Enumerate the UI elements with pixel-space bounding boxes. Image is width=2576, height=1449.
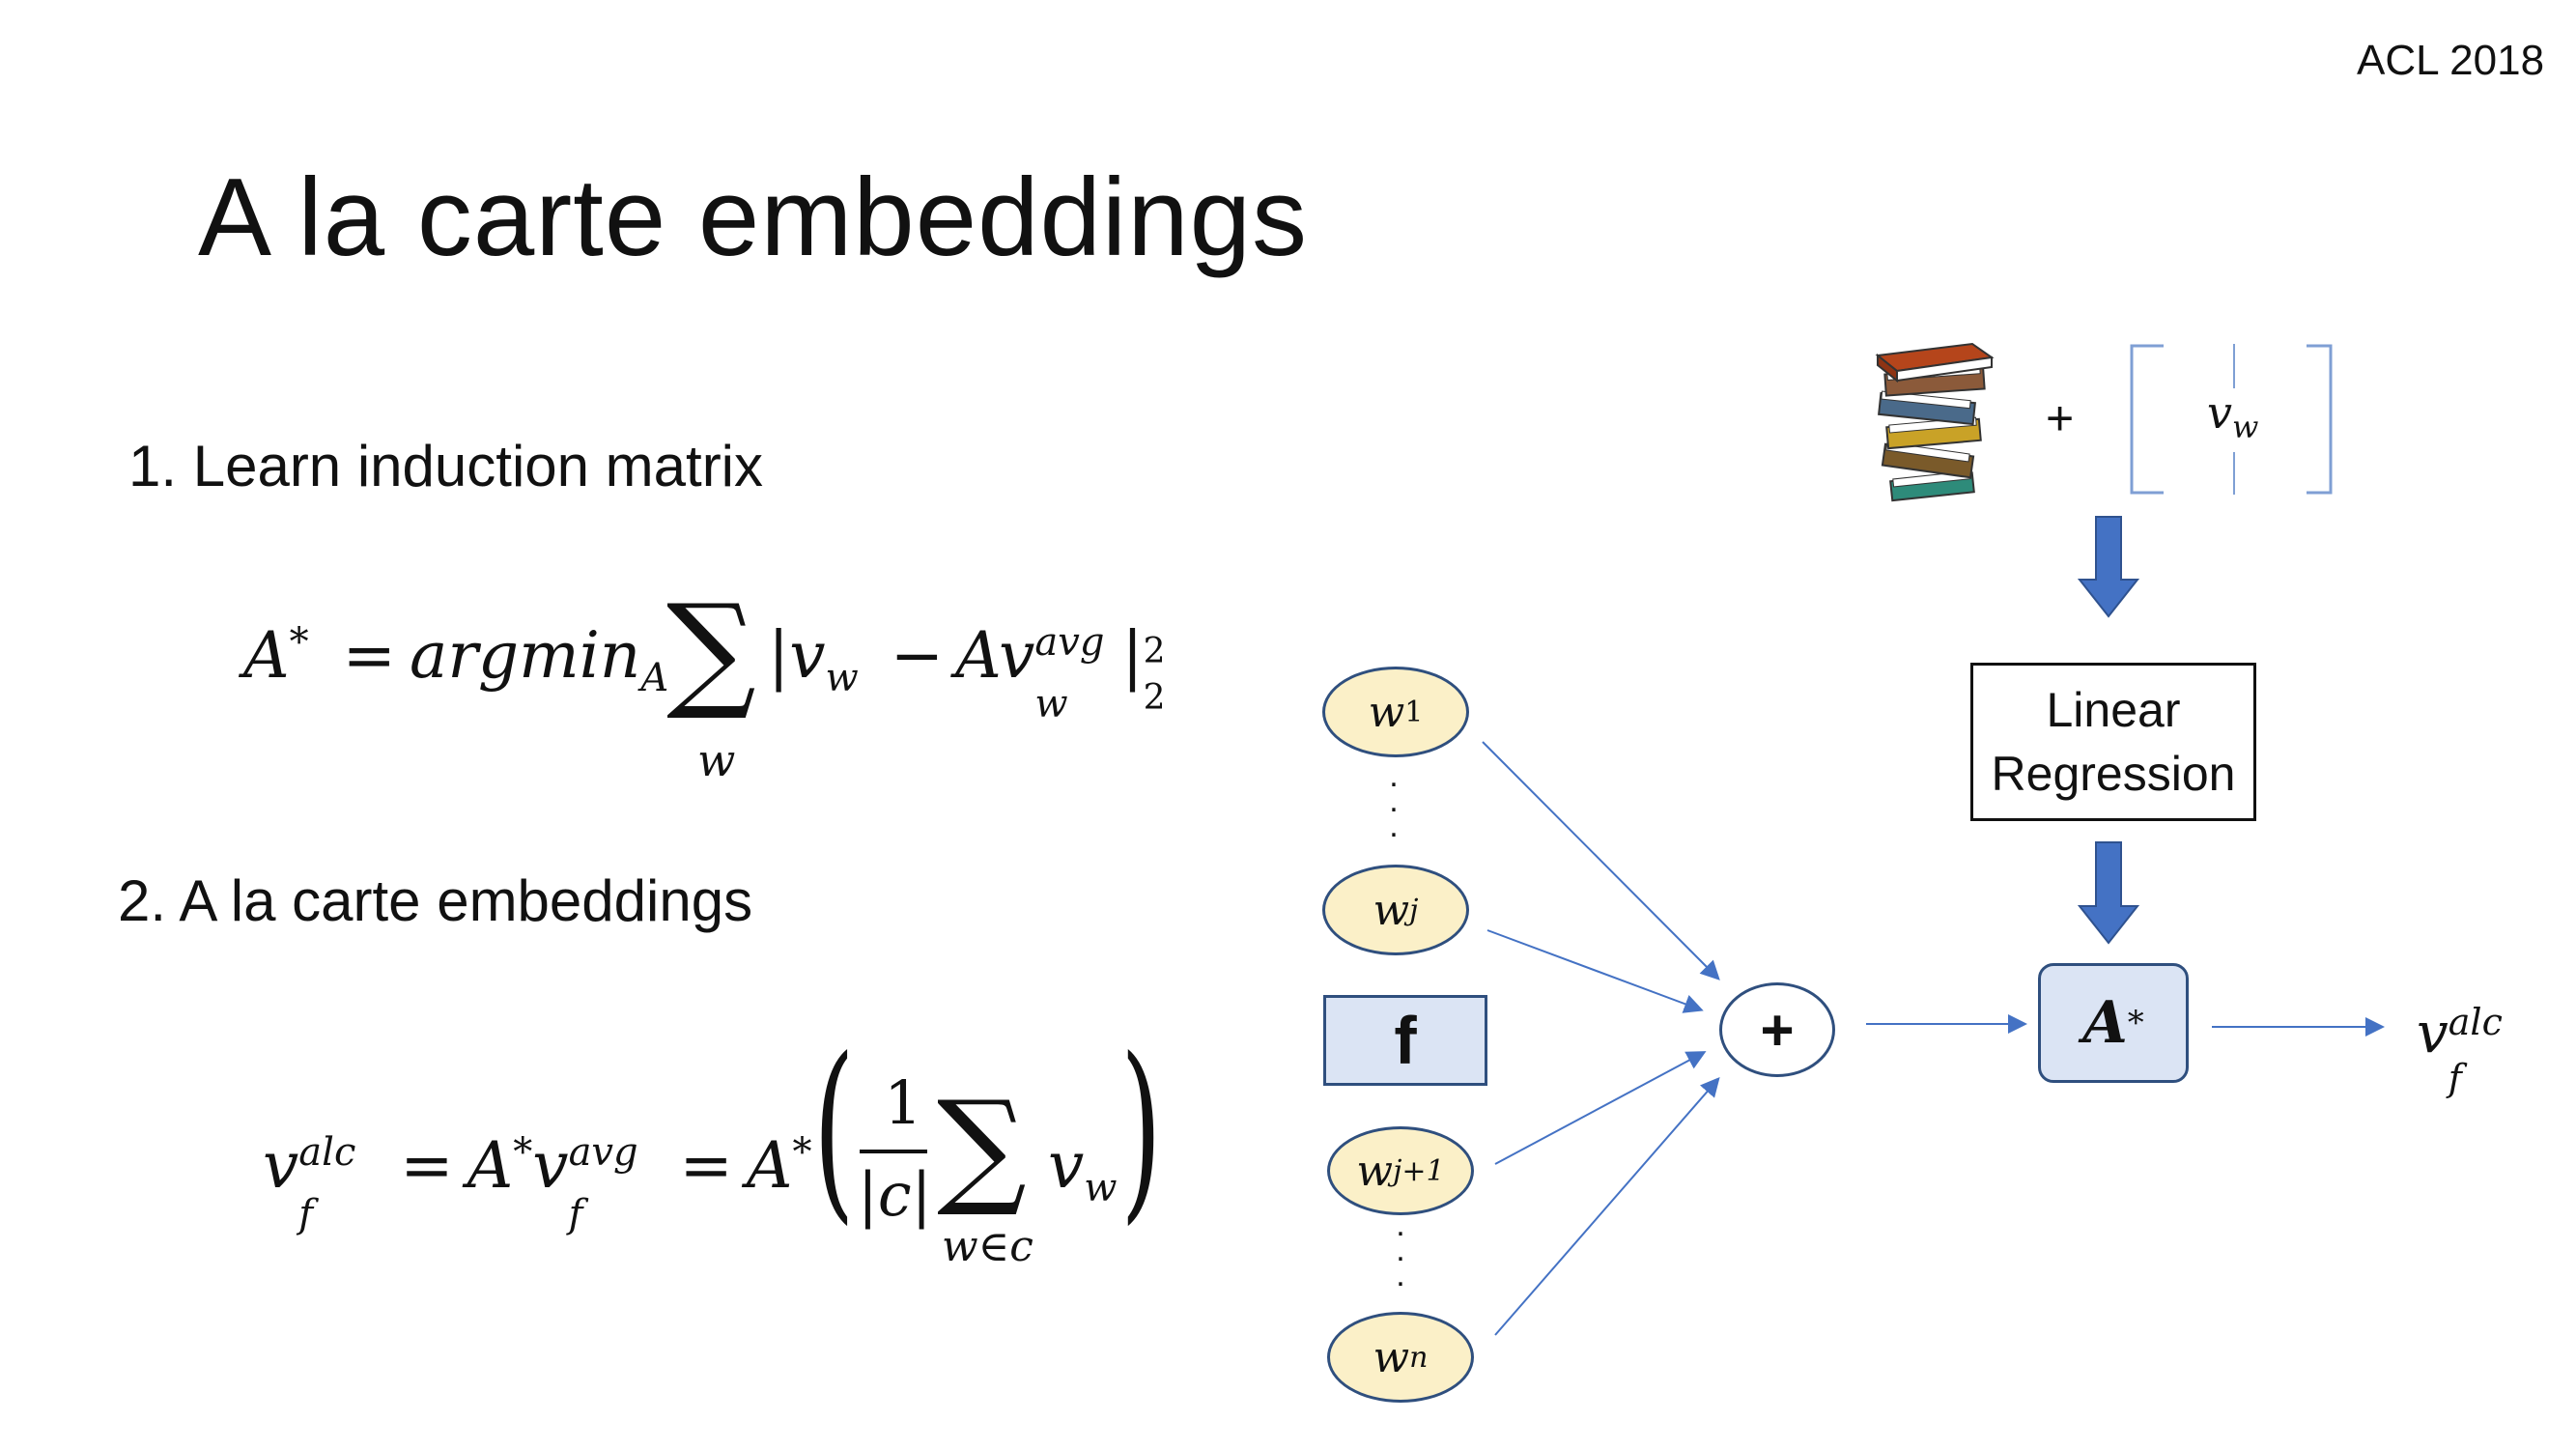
step-1-label: 1. Learn induction matrix (128, 434, 764, 498)
eq1-sum-sub: w (697, 734, 736, 786)
node-sub: 1 (1404, 695, 1424, 729)
eq2-frac-bar (860, 1150, 927, 1153)
vw-base: v (2207, 386, 2232, 439)
eq1-equals: = (342, 618, 396, 693)
eq2-v3: v (1048, 1128, 1085, 1203)
linear-regression-box: Linear Regression (1970, 663, 2256, 821)
venue-label: ACL 2018 (2357, 37, 2545, 84)
linear-regression-line1: Linear (2046, 683, 2181, 737)
output-sub: f (2448, 1057, 2462, 1099)
eq2-v2-sub: f (568, 1192, 583, 1236)
ellipsis-dots-upper: ... (1389, 757, 1399, 844)
output-base: v (2417, 1000, 2449, 1065)
eq2-A2: A (746, 1128, 793, 1203)
eq1-minus: − (890, 618, 945, 693)
eq1-norm-sub: 2 (1143, 678, 1166, 718)
node-base: w (1373, 885, 1410, 935)
eq2-paren-open: ( (813, 1017, 855, 1242)
eq2-frac-num: 1 (884, 1067, 922, 1138)
eq2-v: v (263, 1128, 299, 1203)
ellipsis-dots-lower: ... (1396, 1207, 1405, 1293)
eq2-sum: ∑ (937, 1073, 1027, 1220)
arrow-w1-to-plus (1482, 741, 1720, 980)
linear-regression-line2: Regression (1991, 747, 2236, 801)
eq1-bar-close: | (1121, 618, 1144, 693)
arrow-down-to-astar (2077, 841, 2140, 945)
eq1-v-sub: w (825, 656, 859, 701)
eq1-argmin: argmin (409, 618, 641, 693)
node-sub: n (1409, 1340, 1429, 1375)
eq2-sum-sub: w∈c (942, 1222, 1033, 1271)
node-base: w (1356, 1146, 1394, 1196)
eq1-bar-open: | (768, 618, 790, 693)
eq2-v2: v (532, 1128, 569, 1203)
eq2-v3-sub: w (1084, 1166, 1118, 1211)
eq1-sum: ∑ (666, 577, 756, 724)
sum-node: + (1719, 982, 1835, 1077)
step-2-label: 2. A la carte embeddings (118, 868, 753, 933)
astar-sup: * (2127, 1004, 2144, 1042)
eq2-v2-sup: avg (568, 1130, 638, 1175)
eq2-frac-den: |c| (858, 1159, 932, 1230)
eq2-A2-sup: * (792, 1130, 812, 1175)
astar-base: A (2082, 989, 2128, 1057)
eq2-v-sup: alc (298, 1130, 356, 1175)
arrow-wn-to-plus (1494, 1076, 1720, 1336)
eq2-equals-2: = (679, 1128, 733, 1203)
eq2-vw: vw (1048, 1128, 1118, 1210)
eq1-v2-sup: avg (1034, 620, 1105, 665)
vw-sub: w (2232, 409, 2259, 446)
node-base: w (1368, 687, 1405, 737)
plus-sign: + (2046, 391, 2075, 445)
eq2-paren-close: ) (1120, 1017, 1162, 1242)
output-sup: alc (2448, 1001, 2503, 1043)
eq1-A: A (955, 618, 1000, 693)
slide-title: A la carte embeddings (198, 156, 1309, 279)
vector-bracket-left (2130, 344, 2164, 495)
arrow-wj-to-plus (1486, 929, 1704, 1013)
eq1-lhs: A (243, 618, 290, 693)
eq1-v2-sub: w (1034, 682, 1068, 726)
induction-matrix-box: A* (2038, 963, 2189, 1083)
eq2-equals-1: = (400, 1128, 454, 1203)
eq1-v: v (789, 618, 826, 693)
eq1-argmin-sub: A (640, 656, 669, 701)
feature-box: f (1323, 995, 1487, 1086)
node-sub: j+1 (1393, 1153, 1445, 1188)
vector-bracket-right (2307, 344, 2333, 495)
arrow-down-to-regression (2077, 516, 2140, 618)
eq1-norm-sup: 2 (1143, 632, 1166, 671)
eq2-A-sup: * (513, 1130, 533, 1175)
books-icon (1875, 342, 1995, 502)
eq2-v-sub: f (298, 1192, 314, 1236)
vw-label: vw (2207, 386, 2258, 445)
eq1-lhs-sup: * (289, 620, 309, 665)
arrow-wj1-to-plus (1494, 1051, 1707, 1165)
node-base: w (1373, 1332, 1410, 1382)
equation-1: A* =argminA (243, 618, 668, 700)
eq1-v2: v (999, 618, 1035, 693)
node-sub: j (1409, 893, 1419, 927)
eq2-A: A (467, 1128, 514, 1203)
